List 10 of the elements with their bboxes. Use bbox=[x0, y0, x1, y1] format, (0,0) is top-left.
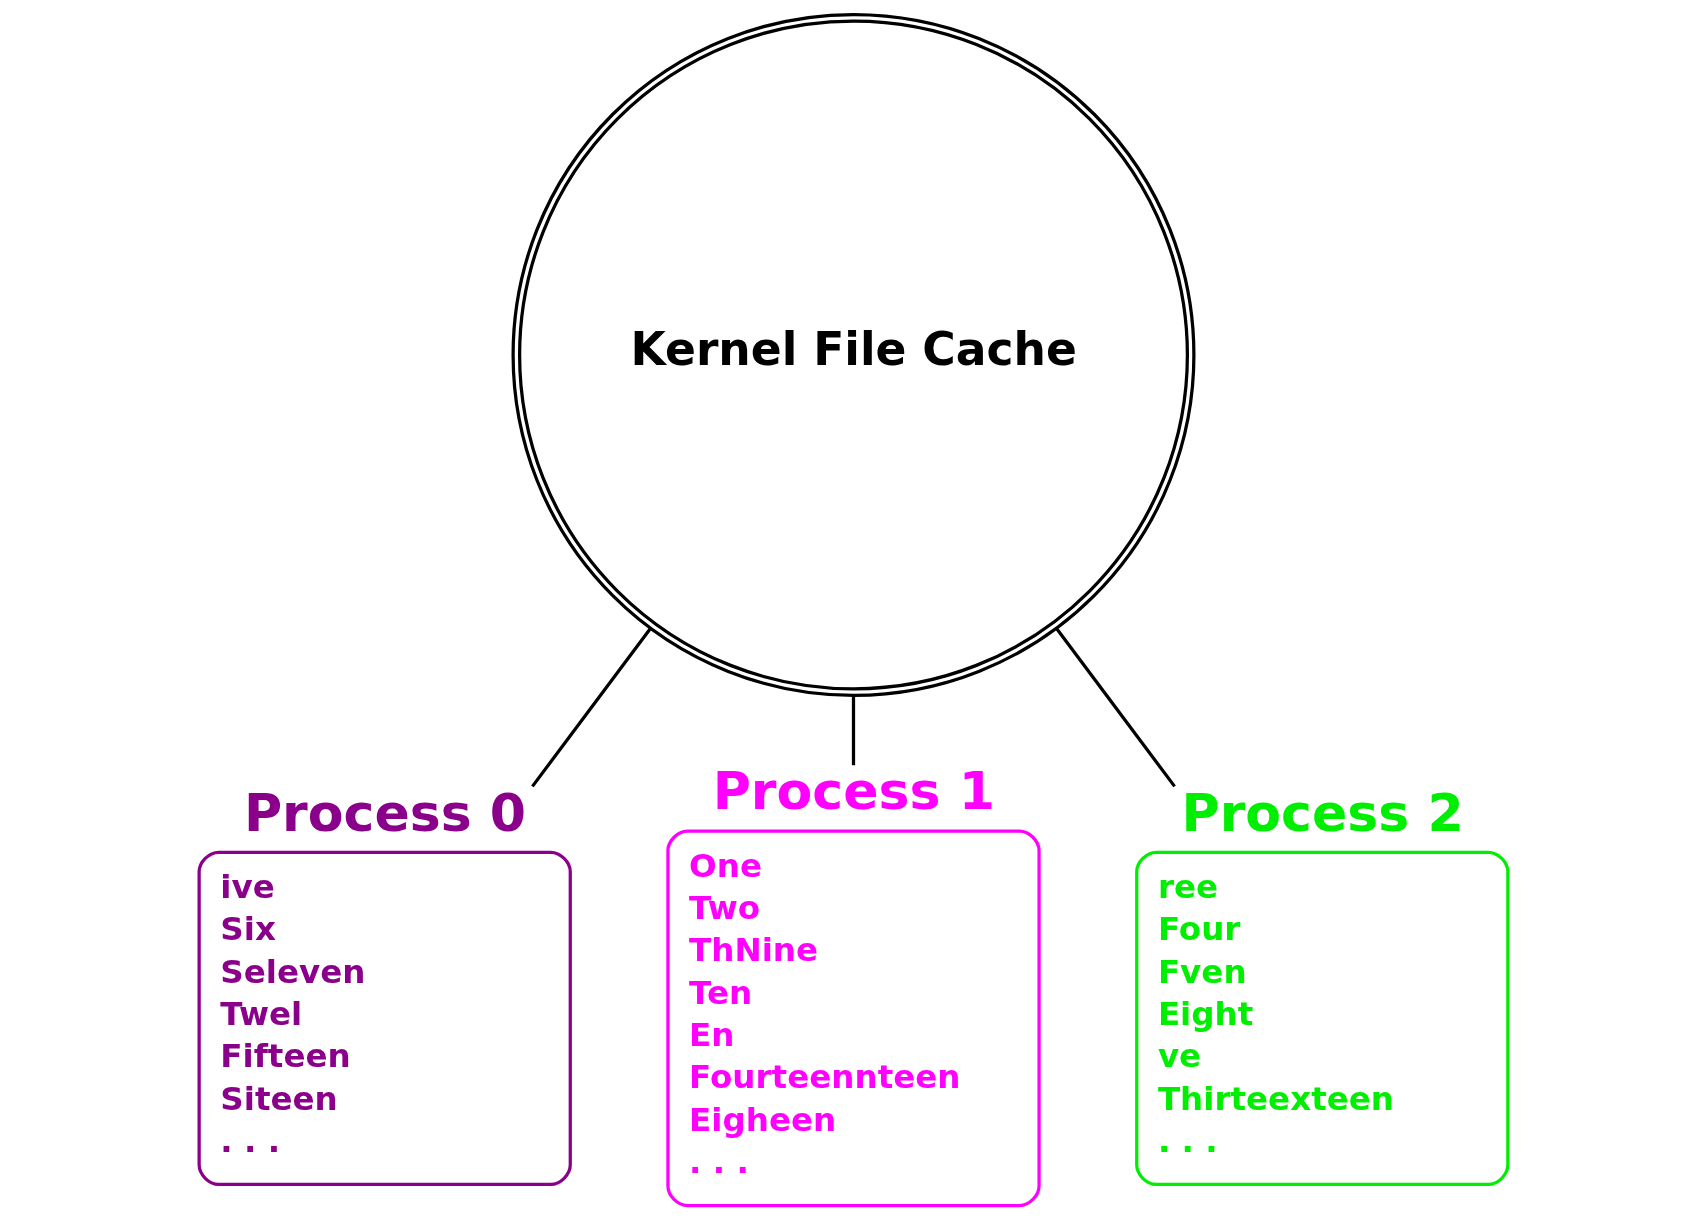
connector bbox=[531, 627, 652, 788]
node-label: Process 2 bbox=[1181, 782, 1464, 843]
connector bbox=[851, 695, 856, 766]
node-box: One Two ThNine Ten En Fourteennteen Eigheen . . . bbox=[666, 829, 1041, 1208]
node-label: Process 0 bbox=[243, 782, 527, 843]
node-box: ree Four Fven Eight ve Thirteexteen . . . bbox=[1135, 850, 1510, 1186]
connector bbox=[1055, 627, 1176, 788]
node-box: ive Six Seleven Twel Fifteen Siteen . . . bbox=[197, 850, 572, 1186]
node-label: Process 1 bbox=[712, 761, 995, 822]
node-circle: Kernel File Cache bbox=[511, 12, 1196, 697]
